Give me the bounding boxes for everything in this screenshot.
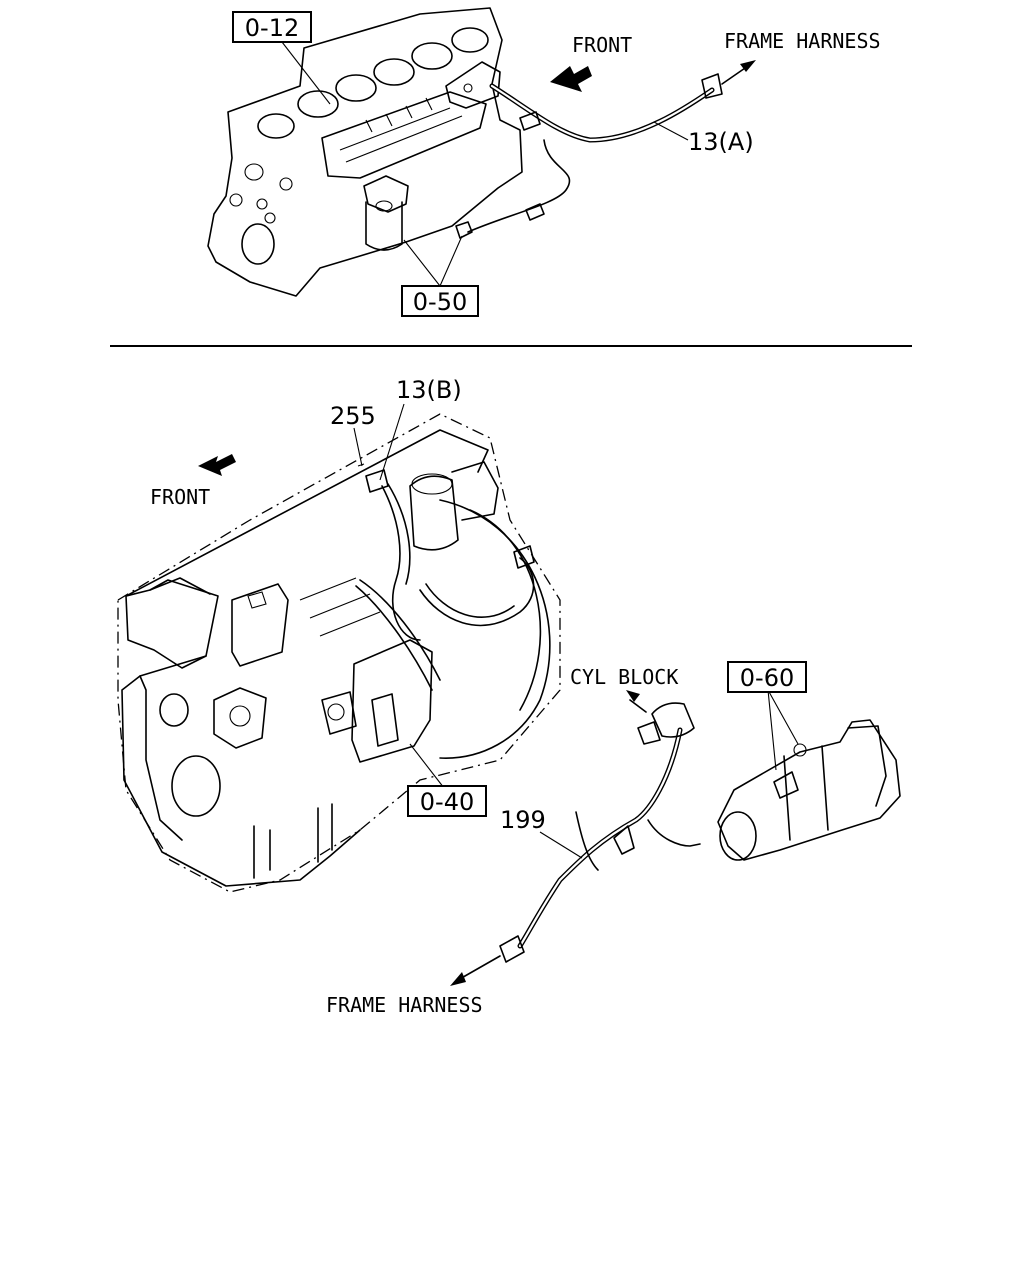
svg-text:0-12: 0-12 [245,14,299,42]
top-harness-13a [467,60,756,233]
starter-motor [717,719,901,861]
part-255-label: 255 [330,402,376,430]
starter-cable-199 [450,727,701,986]
ref-box-0-12: 0-12 [232,11,312,43]
svg-text:0-50: 0-50 [413,288,467,316]
bottom-frame-harness-label: FRAME HARNESS [326,993,483,1017]
bottom-front-label: FRONT [150,485,210,509]
bottom-harness-13b [355,463,535,691]
part-199-label: 199 [500,806,546,834]
top-front-arrow [550,66,592,92]
part-13a-label: 13(A) [688,128,754,156]
ref-box-0-50: 0-50 [401,285,479,317]
top-front-label: FRONT [572,33,632,57]
bottom-front-arrow [198,454,236,476]
part-13b-label: 13(B) [396,376,462,404]
leader-0-12 [281,41,331,105]
ref-box-0-40: 0-40 [407,785,487,817]
leader-255 [353,427,363,467]
leader-199 [539,831,583,859]
leader-0-60 [767,689,799,771]
top-frame-harness-label: FRAME HARNESS [724,29,881,53]
svg-text:0-60: 0-60 [740,664,794,692]
leader-0-40 [409,743,445,789]
leader-13b [379,403,405,481]
bottom-engine [117,413,561,893]
top-engine-block [207,7,523,297]
leader-0-50 [403,235,463,287]
cyl-block-connector [626,690,695,745]
cyl-block-label: CYL BLOCK [570,665,678,689]
ref-box-0-60: 0-60 [727,661,807,693]
svg-text:0-40: 0-40 [420,788,474,816]
